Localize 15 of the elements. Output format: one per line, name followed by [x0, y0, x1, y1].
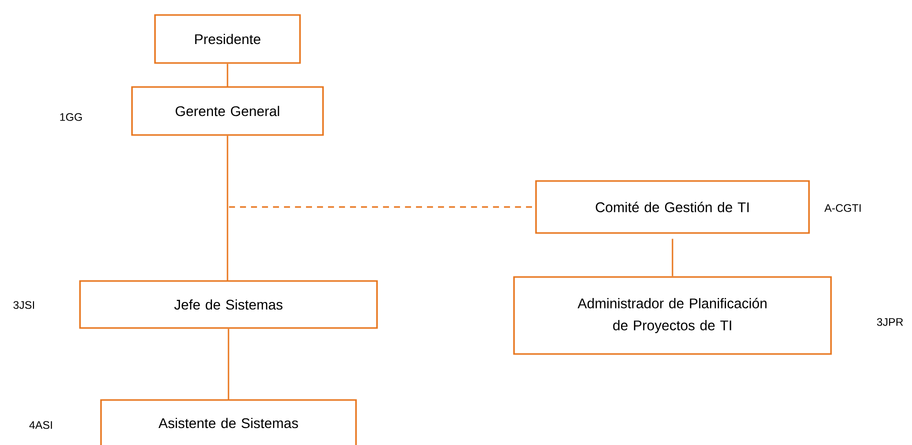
code-label: 4ASI — [29, 421, 52, 429]
code-label: 1GG — [60, 113, 82, 121]
connector-line — [226, 64, 228, 87]
connector-line — [672, 238, 674, 276]
code-label: A-CGTI — [824, 204, 861, 212]
org-box: Asistente de Sistemas — [100, 399, 357, 445]
org-box: Presidente — [154, 14, 301, 64]
connector-line — [226, 136, 228, 281]
org-box: Administrador de Planificación de Proyectos de TI — [513, 276, 832, 355]
code-label: 3JSI — [13, 301, 34, 309]
code-label: 3JPR — [876, 318, 903, 326]
org-box: Comité de Gestión de TI — [535, 180, 810, 234]
connector-line — [228, 328, 230, 400]
org-box: Gerente General — [131, 86, 324, 136]
org-box: Jefe de Sistemas — [79, 280, 378, 329]
